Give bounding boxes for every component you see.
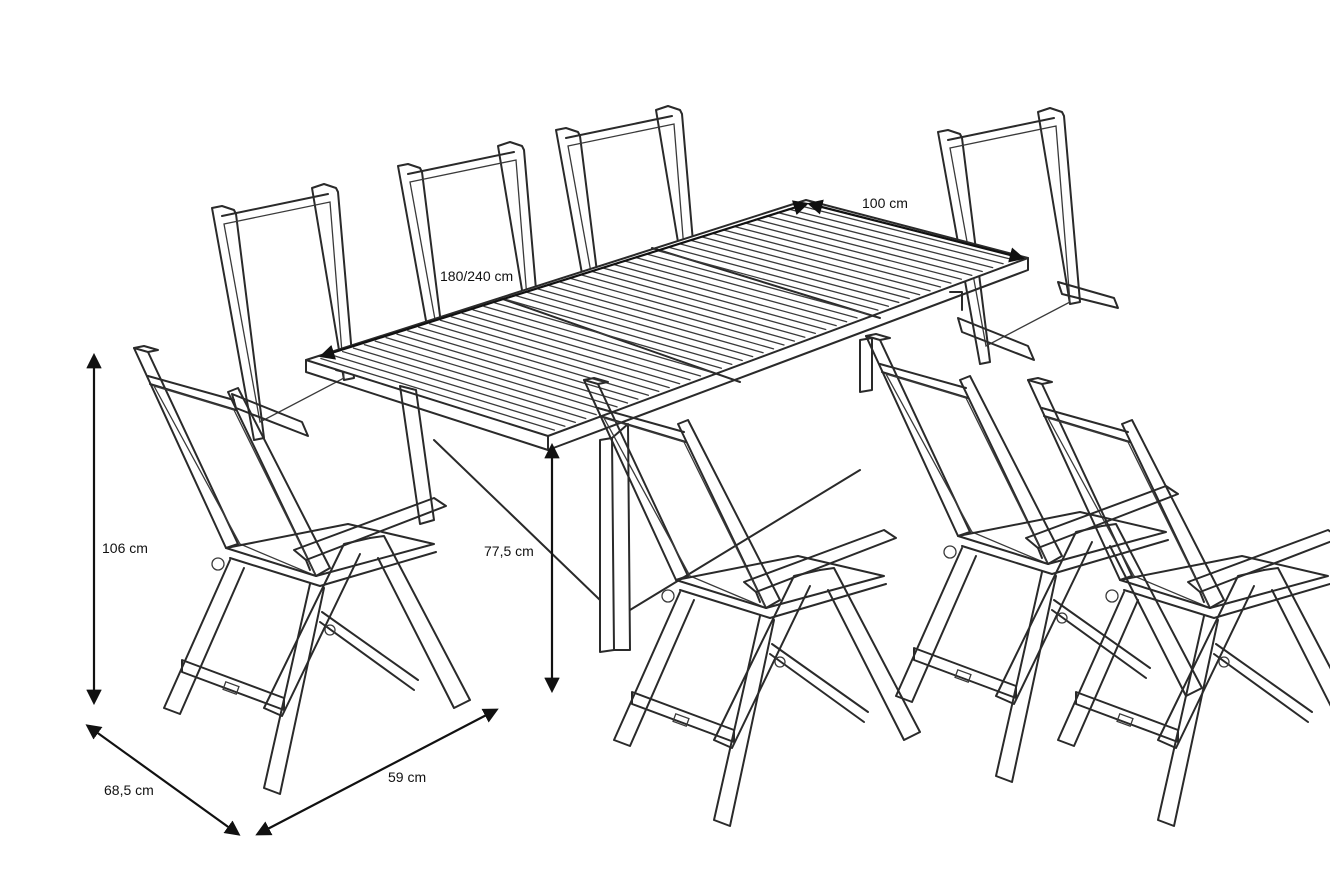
- label-chair-width: 59 cm: [388, 769, 426, 785]
- table-slat: [352, 347, 587, 420]
- table-slat: [341, 350, 576, 424]
- table-slat: [320, 357, 556, 431]
- dimension-chair-height: 106 cm: [86, 352, 148, 706]
- label-chair-height: 106 cm: [102, 540, 148, 556]
- label-table-length: 180/240 cm: [440, 268, 513, 284]
- chair-back-4: [937, 107, 1119, 365]
- chair-front-2: [583, 377, 921, 827]
- dimension-chair-depth: 68,5 cm: [85, 724, 241, 836]
- dimension-table-width: 100 cm: [807, 195, 1025, 263]
- chair-front-4: [1027, 377, 1330, 827]
- chair-back-1: [211, 183, 393, 441]
- label-table-width: 100 cm: [862, 195, 908, 211]
- dimension-table-length: 180/240 cm: [319, 200, 809, 360]
- label-chair-depth: 68,5 cm: [104, 782, 154, 798]
- table-slat: [331, 354, 566, 427]
- label-table-height: 77,5 cm: [484, 543, 534, 559]
- dimension-table-height: 77,5 cm: [484, 442, 560, 694]
- dimension-chair-width: 59 cm: [255, 708, 499, 836]
- chair-front-3: [865, 333, 1203, 783]
